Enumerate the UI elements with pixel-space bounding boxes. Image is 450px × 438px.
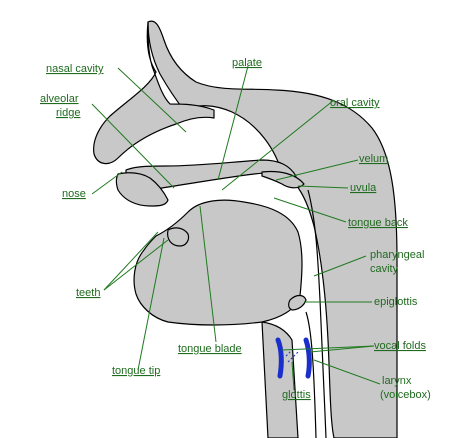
lead-nasal-cavity bbox=[117, 67, 187, 133]
lead-vocal-folds-2 bbox=[309, 345, 375, 353]
pharynx-wall bbox=[307, 189, 327, 438]
lead-nose bbox=[91, 171, 123, 195]
vocal-fold-left bbox=[275, 337, 284, 379]
lead-tongue-back bbox=[273, 197, 347, 223]
label-oral-cavity[interactable]: oral cavity bbox=[330, 97, 380, 109]
lead-alveolar bbox=[91, 103, 175, 189]
lead-oral-cavity bbox=[221, 99, 335, 191]
label-epiglottis: epiglottis bbox=[374, 296, 418, 308]
label-palate[interactable]: palate bbox=[232, 57, 262, 69]
label-nose[interactable]: nose bbox=[62, 188, 86, 200]
label-velum[interactable]: velum bbox=[359, 153, 388, 165]
label-tongue-back[interactable]: tongue back bbox=[348, 217, 408, 229]
epiglottis-shape bbox=[288, 294, 307, 311]
larynx-wall bbox=[305, 311, 317, 438]
lead-vocal-folds-1 bbox=[281, 345, 375, 351]
label-alveolar-ridge-2[interactable]: ridge bbox=[56, 107, 80, 119]
label-teeth[interactable]: teeth bbox=[76, 287, 100, 299]
label-nasal-cavity[interactable]: nasal cavity bbox=[46, 63, 104, 75]
lead-larynx bbox=[313, 359, 381, 385]
label-alveolar-ridge-1[interactable]: alveolar bbox=[40, 93, 79, 105]
lead-uvula bbox=[297, 185, 349, 189]
neck-front bbox=[261, 321, 299, 438]
lead-glottis bbox=[291, 361, 295, 391]
lead-tongue-blade bbox=[199, 205, 217, 343]
label-tongue-blade[interactable]: tongue blade bbox=[178, 343, 242, 355]
label-tongue-tip[interactable]: tongue tip bbox=[112, 365, 160, 377]
label-pharyngeal-cavity-2: cavity bbox=[370, 263, 399, 275]
nose-bridge bbox=[93, 21, 215, 165]
label-glottis[interactable]: glottis bbox=[282, 389, 311, 401]
label-vocal-folds[interactable]: vocal folds bbox=[374, 340, 426, 352]
lead-teeth-2 bbox=[103, 239, 169, 291]
label-larynx-1: larynx bbox=[382, 375, 412, 387]
label-uvula[interactable]: uvula bbox=[350, 182, 377, 194]
lead-pharyngeal bbox=[313, 255, 367, 277]
upper-lip bbox=[115, 172, 169, 207]
lead-tongue-tip bbox=[137, 237, 165, 371]
lead-teeth-1 bbox=[103, 231, 159, 291]
lead-velum bbox=[275, 159, 359, 181]
lead-palate bbox=[217, 65, 249, 181]
label-larynx-2: (voicebox) bbox=[380, 389, 431, 401]
lower-teeth bbox=[167, 227, 190, 247]
label-pharyngeal-cavity-1: pharyngeal bbox=[370, 249, 424, 261]
vocal-fold-right bbox=[303, 337, 312, 379]
velum-shape bbox=[261, 170, 305, 189]
